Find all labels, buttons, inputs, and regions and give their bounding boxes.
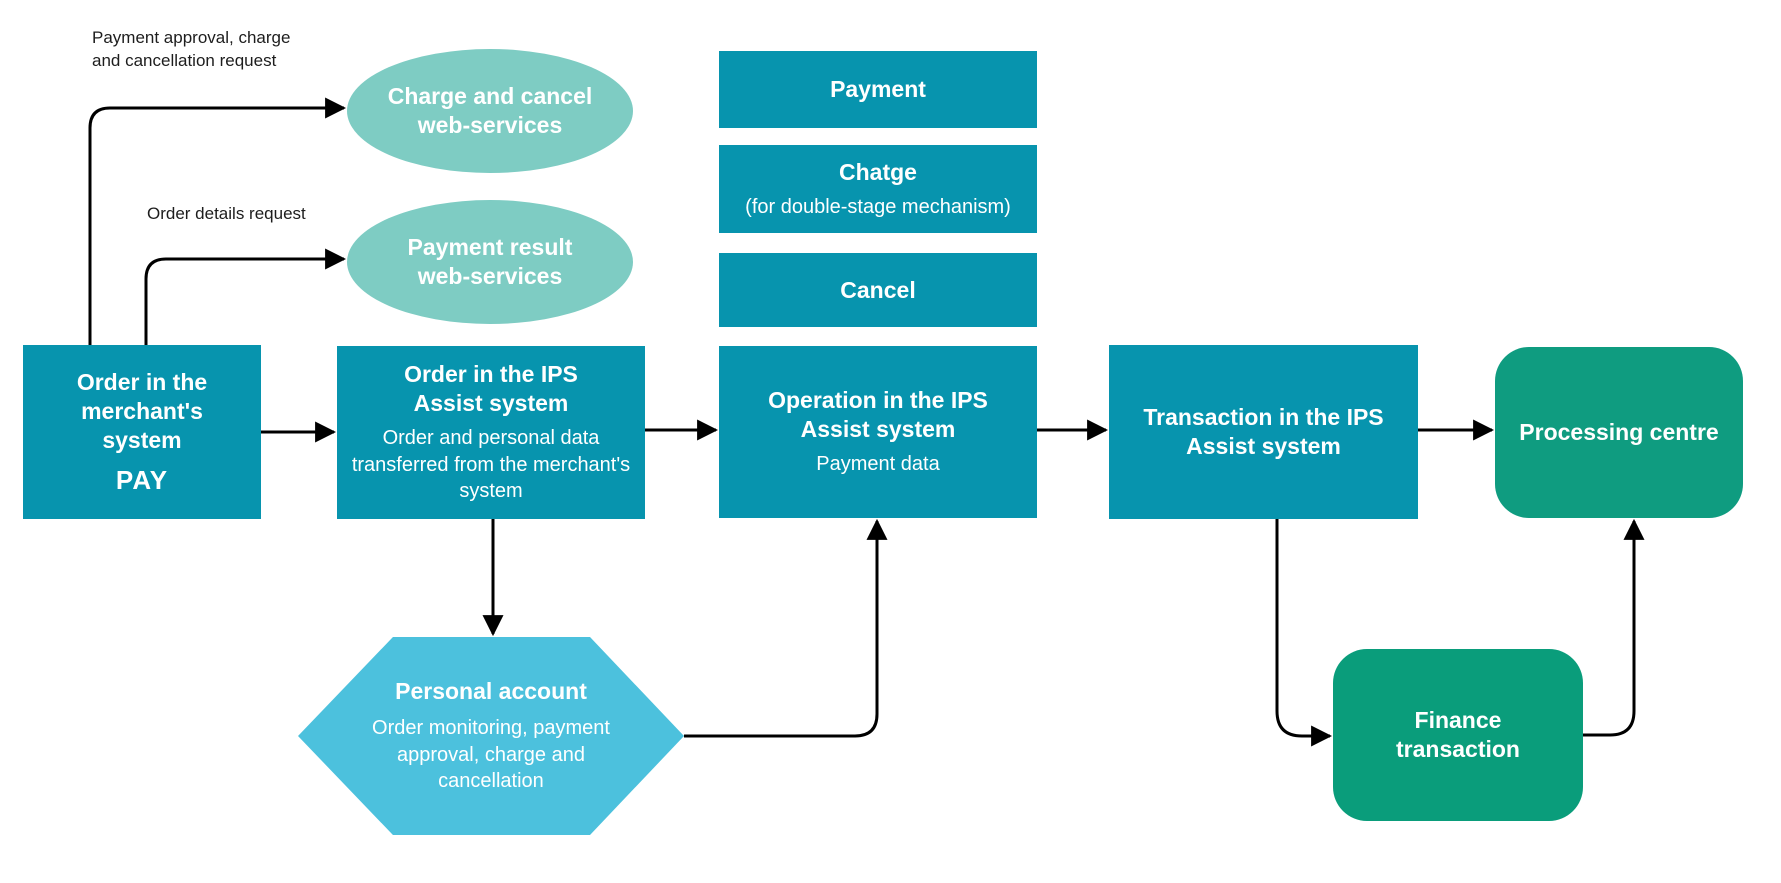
node-charge-operation: Chatge (for double-stage mechanism) (719, 145, 1037, 233)
node-payment-operation: Payment (719, 51, 1037, 128)
node-title: Payment (830, 76, 926, 103)
node-title: Finance transaction (1396, 707, 1520, 762)
node-title: Transaction in the IPS Assist system (1143, 404, 1384, 459)
pay-badge: PAY (115, 464, 169, 495)
node-subtitle: Order and personal data transferred from… (351, 427, 631, 503)
node-transaction-in-ips-assist: Transaction in the IPS Assist system (1109, 345, 1418, 519)
node-title: Chatge (839, 158, 917, 185)
node-processing-centre: Processing centre (1495, 347, 1743, 518)
node-title: Cancel (840, 276, 916, 303)
node-subtitle: Payment data (816, 453, 940, 476)
node-title: Payment result web-services (407, 234, 573, 289)
node-operation-in-ips-assist: Operation in the IPS Assist system Payme… (719, 346, 1037, 518)
node-subtitle: Order monitoring, payment approval, char… (372, 717, 610, 793)
arrow-merchant-to-charge-ws (88, 97, 347, 345)
node-title: Order in the IPS Assist system (404, 361, 578, 417)
node-finance-transaction: Finance transaction (1333, 649, 1583, 821)
node-title: Operation in the IPS Assist system (768, 387, 988, 443)
node-title: Charge and cancel web-services (387, 83, 593, 138)
node-cancel-operation: Cancel (719, 253, 1037, 327)
annotation-order-details-request: Order details request (147, 204, 306, 223)
arrow-finance-to-processing (1583, 518, 1645, 737)
arrow-transaction-to-finance (1275, 519, 1333, 747)
node-personal-account: Personal account Order monitoring, payme… (298, 637, 684, 835)
node-title: Order in the merchant's system (76, 369, 208, 453)
node-payment-result-web-services: Payment result web-services (347, 200, 633, 324)
annotation-payment-approval-request: Payment approval, charge and cancellatio… (92, 28, 291, 70)
node-title: Personal account (395, 678, 587, 705)
arrow-personal-to-operation (684, 518, 888, 738)
node-charge-cancel-web-services: Charge and cancel web-services (347, 49, 633, 173)
arrow-merchant-to-payment-ws (144, 248, 347, 345)
node-order-in-ips-assist: Order in the IPS Assist system Order and… (337, 346, 645, 519)
node-title: Processing centre (1519, 419, 1719, 446)
node-order-in-merchant-system: Order in the merchant's system PAY (23, 345, 261, 519)
node-subtitle: (for double-stage mechanism) (745, 195, 1011, 218)
